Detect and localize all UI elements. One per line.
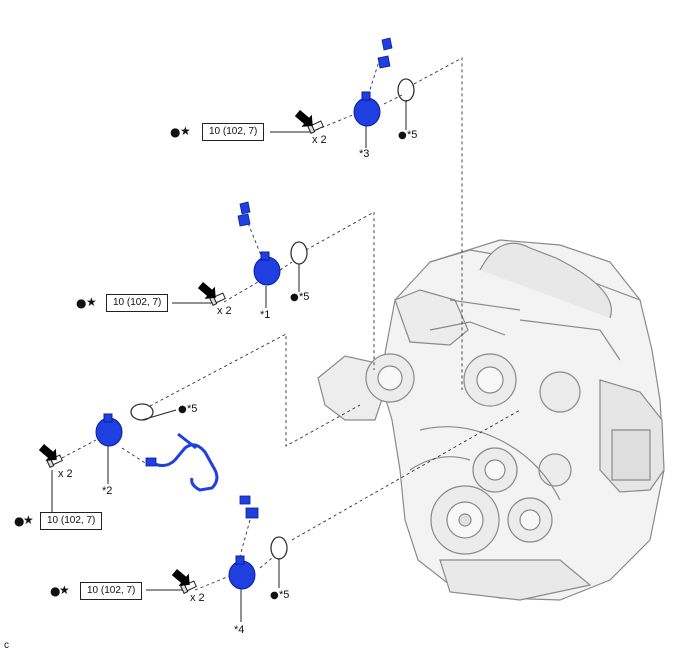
arrow-pointer-icon [171, 569, 190, 586]
bolt-icon [209, 292, 226, 306]
arrow-pointer-icon [38, 444, 57, 461]
torque-spec-box-upper-mid: 10 (102, 7) [106, 294, 169, 312]
arrows [38, 110, 313, 586]
gasket-label-top: *5 [407, 129, 418, 141]
part-label-2: *2 [102, 485, 113, 497]
dot-mark-icon: ● [270, 590, 279, 601]
quantity-label-top: x 2 [312, 134, 327, 146]
sensor-3[interactable] [353, 91, 381, 127]
arrow-pointer-icon [294, 110, 313, 127]
star-mark-icon: ★ [86, 295, 97, 309]
quantity-label-lower-mid: x 2 [58, 468, 73, 480]
torque-spec-box-lower-mid: 10 (102, 7) [40, 512, 103, 530]
dot-mark-icon: ● [178, 404, 187, 415]
connector-harnesses [145, 37, 393, 519]
torque-spec-box-top: 10 (102, 7) [202, 123, 265, 141]
bolts [46, 120, 324, 594]
label-leaders [51, 100, 407, 622]
gasket-label-bottom: *5 [279, 589, 290, 601]
star-mark-icon: ★ [59, 583, 70, 597]
gasket-bottom [270, 536, 288, 560]
sensor-4[interactable] [228, 555, 256, 590]
dot-mark-icon: ● [50, 584, 61, 598]
gasket-top [397, 78, 415, 102]
star-mark-icon: ★ [23, 513, 34, 527]
quantity-label-bottom: x 2 [190, 592, 205, 604]
dot-mark-icon: ● [290, 292, 299, 303]
arrow-pointer-icon [197, 282, 216, 299]
gasket-lower-mid [130, 403, 154, 421]
engine-assembly [317, 239, 665, 601]
sensor-2[interactable] [95, 413, 123, 447]
quantity-label-upper-mid: x 2 [217, 305, 232, 317]
gaskets [130, 78, 415, 560]
part-label-4: *4 [234, 624, 245, 636]
gasket-upper-mid [290, 241, 308, 265]
gasket-label-upper-mid: *5 [299, 291, 310, 303]
dot-mark-icon: ● [76, 296, 87, 310]
dot-mark-icon: ● [398, 130, 407, 141]
gasket-label-lower-mid: *5 [187, 403, 198, 415]
dot-mark-icon: ● [170, 125, 181, 139]
dot-mark-icon: ● [14, 514, 25, 528]
corner-code: c [4, 640, 9, 651]
sensor-1[interactable] [253, 251, 281, 286]
torque-spec-box-bottom: 10 (102, 7) [80, 582, 143, 600]
star-mark-icon: ★ [180, 124, 191, 138]
part-label-3: *3 [359, 148, 370, 160]
part-label-1: *1 [260, 309, 271, 321]
